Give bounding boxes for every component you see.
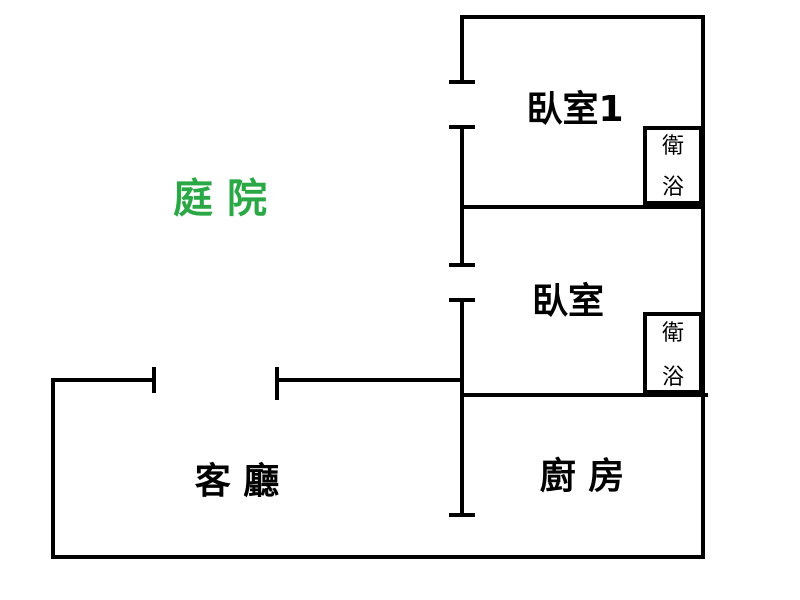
outer-wall: [51, 15, 705, 559]
bath1-box: [643, 126, 703, 205]
bath2-label-line2: 浴: [662, 365, 684, 390]
walls: [51, 15, 708, 559]
bedroom1-label: 臥室1: [526, 89, 623, 130]
bath2-label-line1: 衛: [662, 321, 684, 346]
bedroom2-label: 臥室: [532, 281, 604, 322]
bath2-box: [643, 312, 703, 394]
bath1-label-line2: 浴: [662, 175, 684, 200]
living-room-label: 客 廳: [195, 460, 280, 502]
kitchen-label: 廚 房: [540, 455, 625, 497]
bath1-label-line1: 衛: [662, 134, 684, 159]
courtyard-label: 庭 院: [173, 176, 267, 222]
door-jambs: [152, 80, 475, 517]
